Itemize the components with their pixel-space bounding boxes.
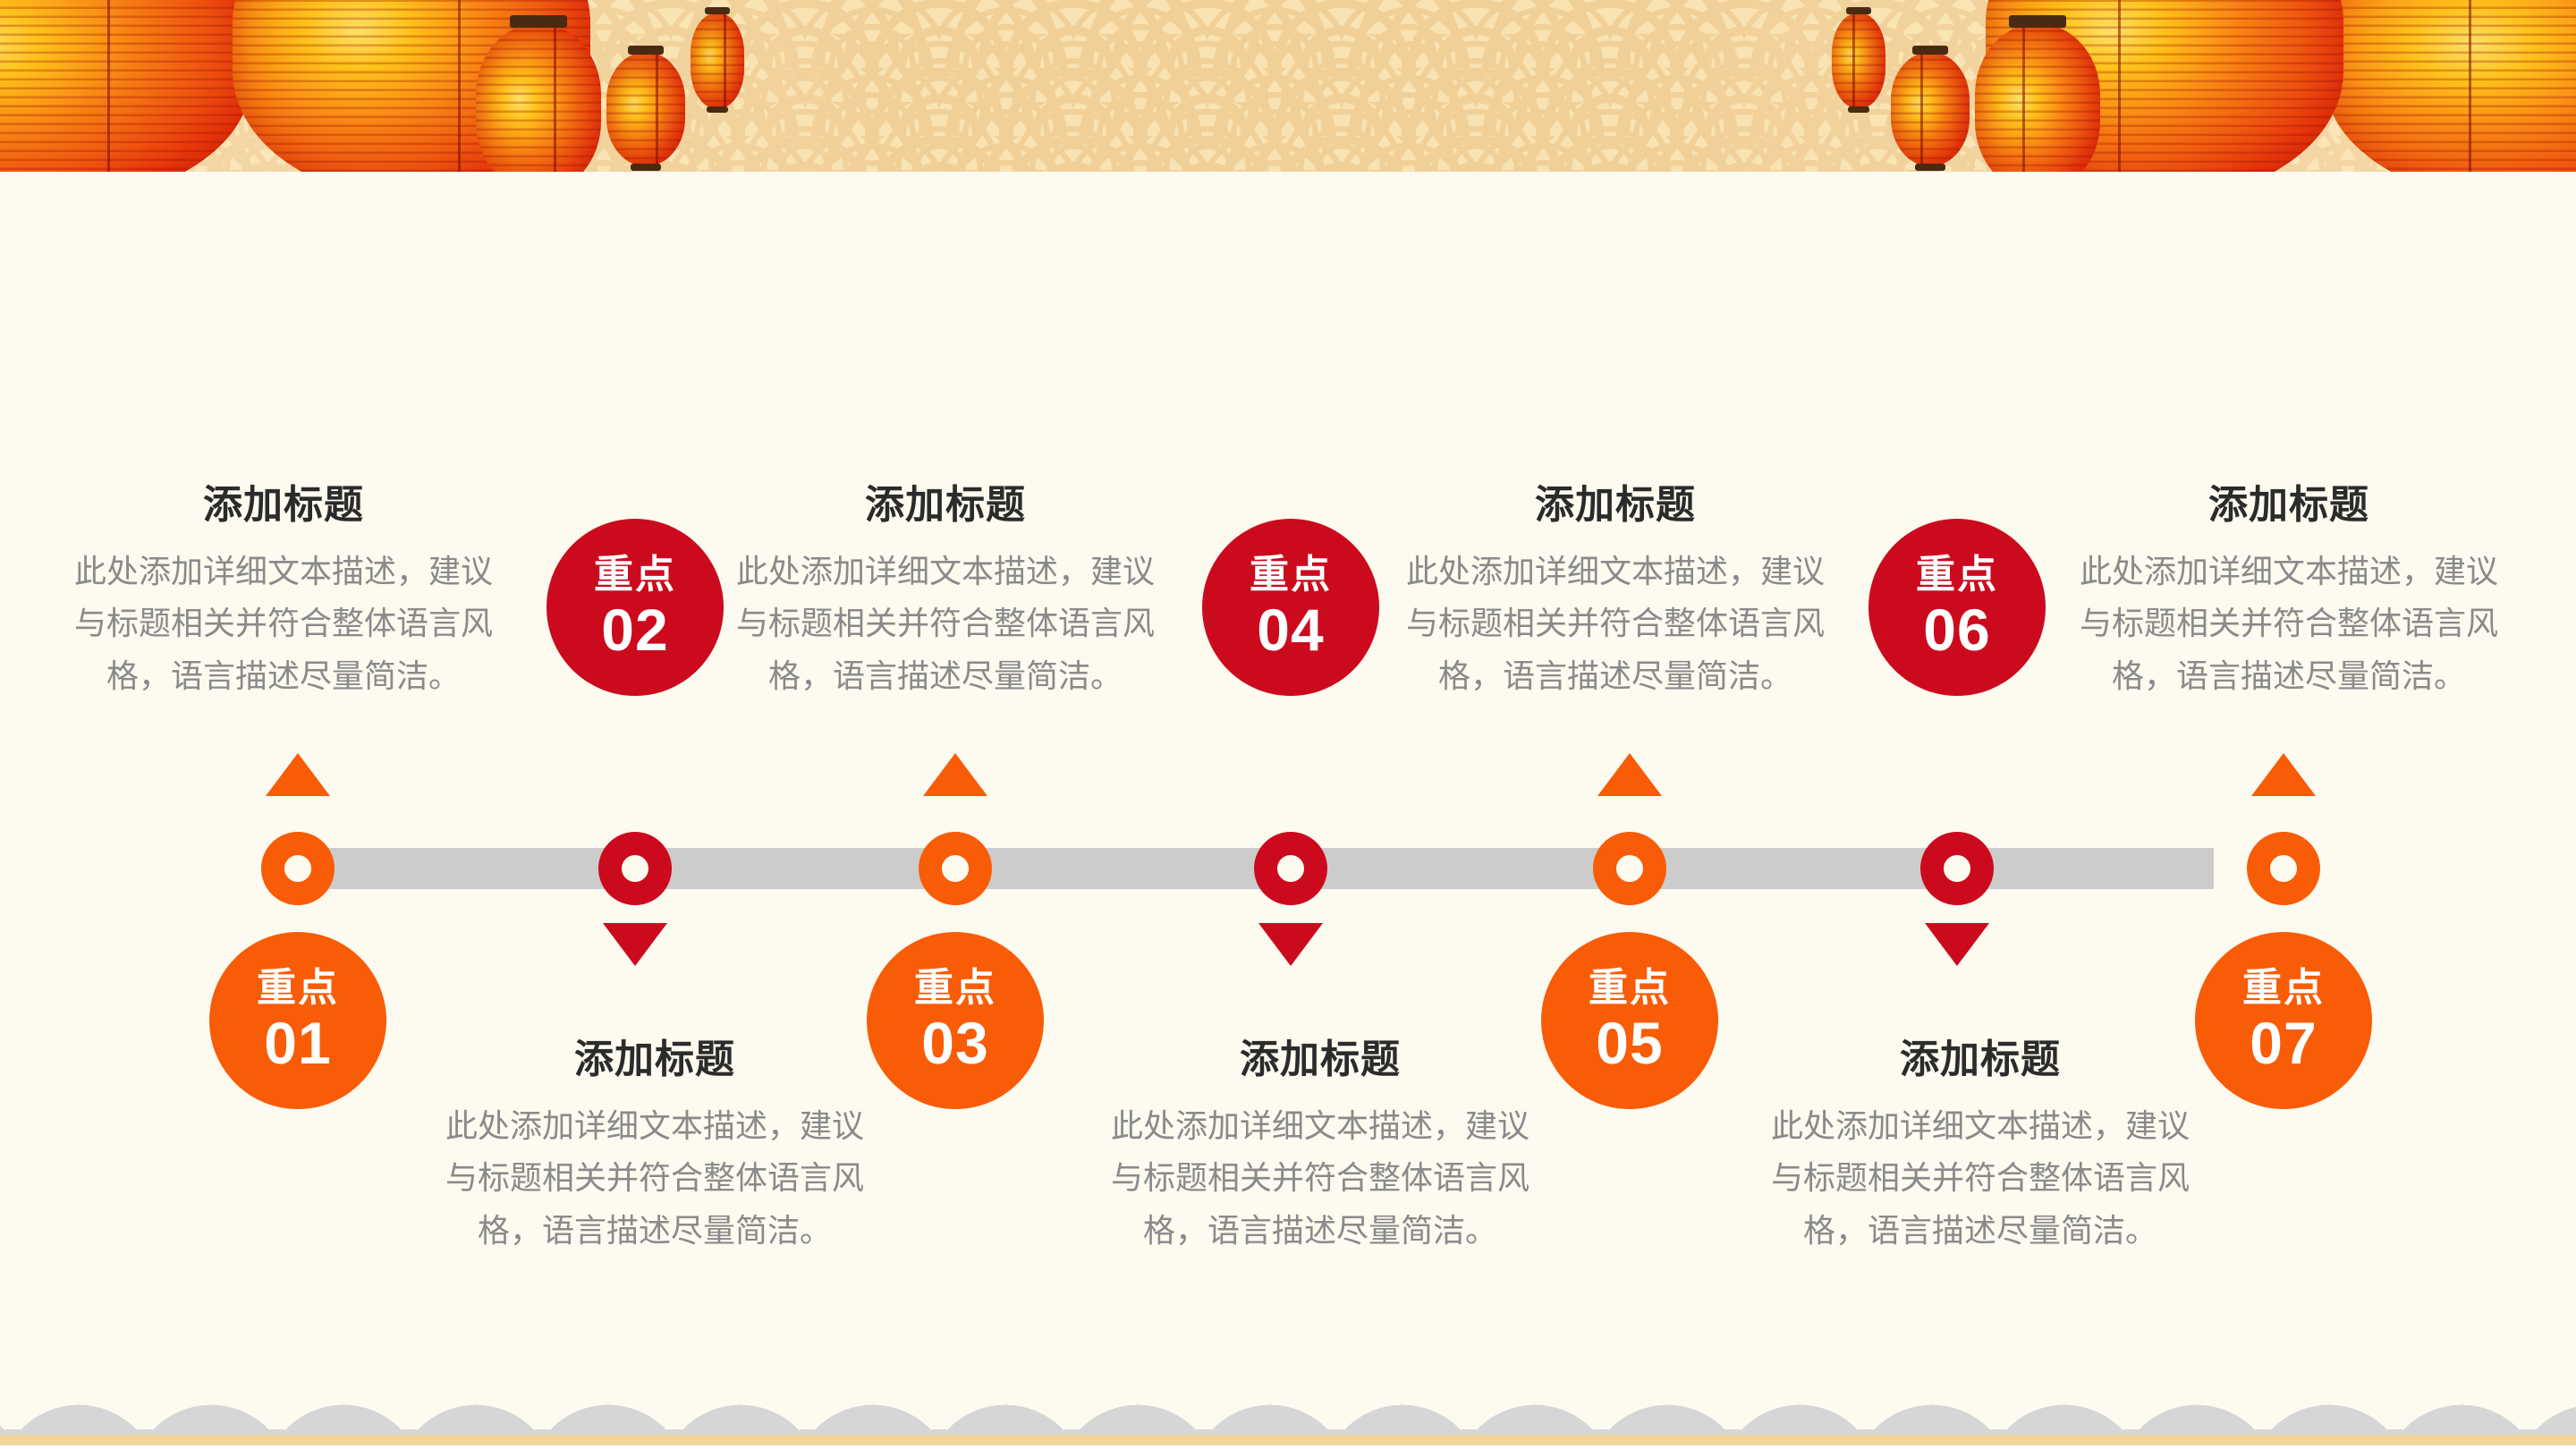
badge-label: 重点 [1916, 553, 1998, 597]
badge-label: 重点 [2242, 966, 2325, 1010]
timeline-text-05: 添加标题 此处添加详细文本描述，建议与标题相关并符合整体语言风格，语言描述尽量简… [1767, 1027, 2194, 1257]
timeline-ring-marker[interactable] [1254, 832, 1327, 905]
timeline-text-04: 添加标题 此处添加详细文本描述，建议与标题相关并符合整体语言风格，语言描述尽量简… [732, 472, 1159, 702]
timeline-ring-marker[interactable] [919, 832, 992, 905]
lantern-icon [1975, 15, 2100, 172]
badge-number: 06 [1923, 597, 1991, 663]
item-title: 添加标题 [203, 483, 364, 527]
item-title: 添加标题 [865, 483, 1026, 527]
badge-label: 重点 [1589, 966, 1671, 1010]
badge-number: 03 [921, 1010, 989, 1076]
chinese-new-year-lantern-banner [0, 0, 2576, 172]
item-description: 此处添加详细文本描述，建议与标题相关并符合整体语言风格，语言描述尽量简洁。 [73, 553, 493, 694]
timeline-badge-03[interactable]: 重点 03 [867, 932, 1044, 1109]
footer-arch-inner-pattern [0, 1395, 2576, 1442]
badge-number: 07 [2250, 1010, 2318, 1076]
item-title: 添加标题 [1240, 1038, 1401, 1081]
timeline-badge-04[interactable]: 重点 04 [1202, 519, 1379, 696]
timeline-badge-01[interactable]: 重点 01 [209, 932, 386, 1109]
lantern-cluster-right [1807, 0, 2576, 172]
marker-triangle-down-icon [1925, 923, 1989, 966]
item-description: 此处添加详细文本描述，建议与标题相关并符合整体语言风格，语言描述尽量简洁。 [735, 553, 1155, 694]
badge-number: 02 [601, 597, 669, 663]
timeline-ring-marker[interactable] [2247, 832, 2320, 905]
badge-label: 重点 [257, 966, 339, 1010]
timeline-badge-06[interactable]: 重点 06 [1868, 519, 2046, 696]
item-description: 此处添加详细文本描述，建议与标题相关并符合整体语言风格，语言描述尽量简洁。 [1110, 1107, 1530, 1249]
item-title: 添加标题 [1535, 483, 1696, 527]
timeline-ring-marker[interactable] [598, 832, 672, 905]
marker-triangle-up-icon [1597, 753, 1662, 796]
item-description: 此处添加详细文本描述，建议与标题相关并符合整体语言风格，语言描述尽量简洁。 [1405, 553, 1825, 694]
badge-label: 重点 [1250, 553, 1332, 597]
badge-label: 重点 [594, 553, 676, 597]
lantern-icon [1832, 7, 1885, 113]
lantern-icon [691, 7, 744, 113]
item-description: 此处添加详细文本描述，建议与标题相关并符合整体语言风格，语言描述尽量简洁。 [2079, 553, 2498, 694]
timeline-text-01: 添加标题 此处添加详细文本描述，建议与标题相关并符合整体语言风格，语言描述尽量简… [441, 1027, 869, 1257]
lantern-icon [1891, 46, 1970, 171]
scallop-wave-footer [0, 1395, 2576, 1449]
timeline-ring-marker[interactable] [1593, 832, 1666, 905]
marker-triangle-up-icon [2251, 753, 2316, 796]
lantern-icon [476, 15, 601, 172]
item-title: 添加标题 [1900, 1038, 2061, 1081]
lantern-icon [0, 0, 250, 172]
badge-number: 01 [264, 1010, 332, 1076]
timeline-badge-02[interactable]: 重点 02 [547, 519, 724, 696]
footer-white-edge [0, 1445, 2576, 1449]
item-title: 添加标题 [2208, 483, 2369, 527]
lantern-cluster-left [0, 0, 769, 172]
marker-triangle-down-icon [603, 923, 667, 966]
timeline-ring-marker[interactable] [261, 832, 335, 905]
badge-label: 重点 [914, 966, 996, 1010]
timeline-text-06: 添加标题 此处添加详细文本描述，建议与标题相关并符合整体语言风格，语言描述尽量简… [1402, 472, 1829, 702]
badge-number: 05 [1596, 1010, 1664, 1076]
marker-triangle-up-icon [266, 753, 330, 796]
lantern-icon [2326, 0, 2576, 172]
timeline-badge-07[interactable]: 重点 07 [2195, 932, 2372, 1109]
lantern-icon [606, 46, 685, 171]
badge-number: 04 [1257, 597, 1325, 663]
item-title: 添加标题 [574, 1038, 735, 1081]
item-description: 此处添加详细文本描述，建议与标题相关并符合整体语言风格，语言描述尽量简洁。 [1770, 1107, 2190, 1249]
item-description: 此处添加详细文本描述，建议与标题相关并符合整体语言风格，语言描述尽量简洁。 [445, 1107, 864, 1249]
timeline-ring-marker[interactable] [1920, 832, 1994, 905]
timeline-text-02: 添加标题 此处添加详细文本描述，建议与标题相关并符合整体语言风格，语言描述尽量简… [70, 472, 497, 702]
timeline-badge-05[interactable]: 重点 05 [1541, 932, 1718, 1109]
marker-triangle-up-icon [923, 753, 987, 796]
timeline-text-07: 添加标题 此处添加详细文本描述，建议与标题相关并符合整体语言风格，语言描述尽量简… [2075, 472, 2503, 702]
timeline-text-03: 添加标题 此处添加详细文本描述，建议与标题相关并符合整体语言风格，语言描述尽量简… [1106, 1027, 1534, 1257]
marker-triangle-down-icon [1258, 923, 1323, 966]
